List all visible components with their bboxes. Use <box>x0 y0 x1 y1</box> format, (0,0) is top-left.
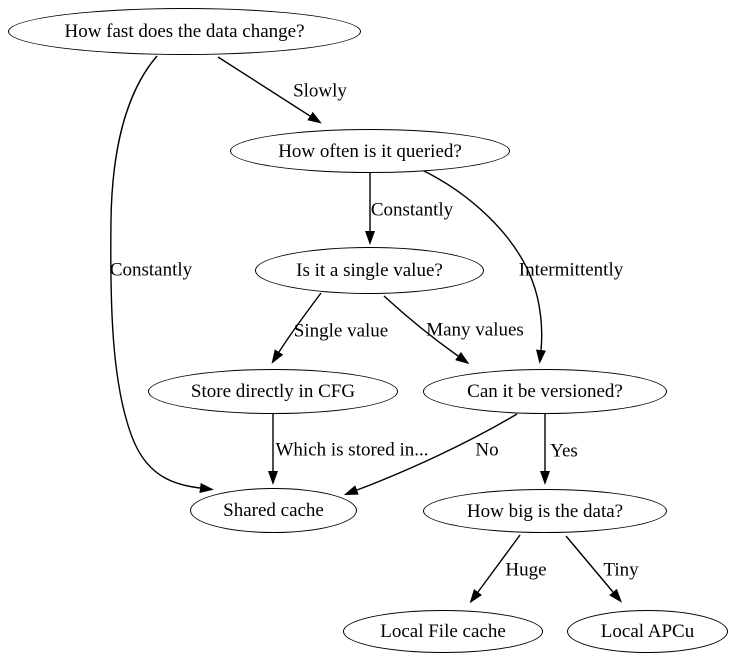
node-how-big: How big is the data? <box>423 489 667 533</box>
edge-tiny-line <box>565 535 623 603</box>
edge-label-tiny: Tiny <box>603 559 639 581</box>
edge-constantly-long-line <box>110 55 214 493</box>
edge-huge-line <box>469 534 521 604</box>
node-how-often: How often is it queried? <box>230 129 510 173</box>
node-local-apcu: Local APCu <box>567 610 728 653</box>
edge-intermittently-line <box>419 168 546 364</box>
edge-label-single-value: Single value <box>293 320 389 342</box>
edge-label-which-stored: Which is stored in... <box>275 439 429 461</box>
edge-no-line <box>343 413 518 495</box>
node-single-value: Is it a single value? <box>255 247 484 294</box>
edge-many-values-line <box>383 295 470 365</box>
edge-label-no: No <box>475 439 499 461</box>
node-store-cfg: Store directly in CFG <box>148 369 398 414</box>
node-how-fast: How fast does the data change? <box>8 8 361 55</box>
node-can-versioned: Can it be versioned? <box>423 369 667 414</box>
edge-slowly-line <box>217 56 322 124</box>
edge-single-value-line <box>271 292 322 364</box>
edge-label-many-values: Many values <box>426 319 524 341</box>
edge-label-intermittently: Intermittently <box>518 259 624 281</box>
edge-label-huge: Huge <box>505 559 547 581</box>
edge-label-yes: Yes <box>550 440 578 462</box>
node-local-file-cache: Local File cache <box>343 610 543 653</box>
edge-label-constantly-mid: Constantly <box>370 199 454 221</box>
node-shared-cache: Shared cache <box>190 488 357 533</box>
edge-label-slowly: Slowly <box>293 80 347 102</box>
edge-label-constantly-long: Constantly <box>109 259 193 281</box>
